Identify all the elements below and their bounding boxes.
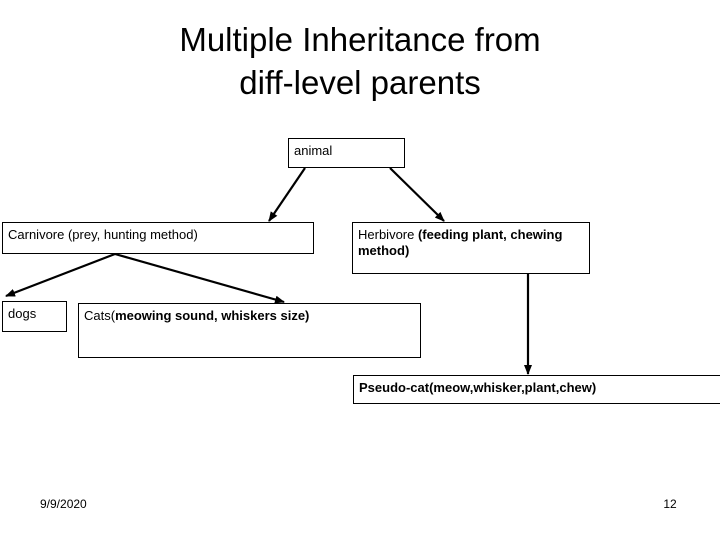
- edge-animal-to-carnivore: [268, 167, 306, 222]
- diagram-node-herbivore[interactable]: Herbivore (feeding plant, chewing method…: [352, 222, 590, 274]
- diagram-node-carnivore-label: Carnivore (prey, hunting method): [8, 227, 198, 242]
- diagram-node-carnivore[interactable]: Carnivore (prey, hunting method): [2, 222, 314, 254]
- diagram-node-dogs-label: dogs: [8, 306, 37, 321]
- diagram-node-animal[interactable]: animal: [288, 138, 405, 168]
- footer-date: 9/9/2020: [40, 497, 87, 511]
- diagram-node-cats-attributes: meowing sound, whiskers size): [115, 308, 310, 323]
- diagram-node-herbivore-label: Herbivore: [358, 227, 418, 242]
- edge-animal-to-herbivore: [389, 167, 445, 222]
- page-title-line-2: diff-level parents: [239, 64, 481, 101]
- edge-carnivore-to-dogs: [5, 252, 116, 298]
- footer-slide-number: 12: [663, 497, 677, 511]
- page-title: Multiple Inheritance from diff-level par…: [60, 18, 660, 104]
- diagram-node-pseudocat-label: Pseudo-cat(meow,whisker,plant,chew): [359, 380, 597, 395]
- diagram-node-cats[interactable]: Cats(meowing sound, whiskers size): [78, 303, 421, 358]
- diagram-node-dogs[interactable]: dogs: [2, 301, 67, 332]
- page-title-line-1: Multiple Inheritance from: [179, 21, 541, 58]
- diagram-node-cats-label: Cats(: [84, 308, 116, 323]
- diagram-node-pseudocat[interactable]: Pseudo-cat(meow,whisker,plant,chew): [353, 375, 720, 404]
- edge-carnivore-to-cats: [114, 252, 285, 304]
- diagram-node-animal-label: animal: [294, 143, 333, 158]
- diagram-node-herbivore-attributes: (feeding plant, chewing method): [358, 227, 563, 258]
